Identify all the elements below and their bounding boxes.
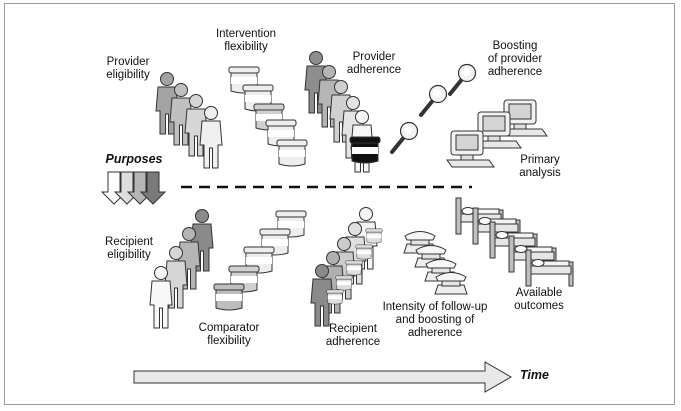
magnifier-icon [448, 62, 478, 96]
intervention-jars [228, 66, 308, 167]
diagram-frame [4, 3, 675, 405]
label-line: of provider [487, 53, 543, 65]
label-line: Intensity of follow-up [382, 301, 488, 313]
telephone-icon [434, 272, 468, 295]
label-line: Provider [352, 51, 396, 63]
bed-group [455, 197, 574, 287]
label-line: Boosting [492, 40, 538, 52]
label-line: outcomes [514, 300, 564, 312]
magnifier-icon [419, 83, 449, 117]
label-line: Recipient [329, 323, 377, 335]
pill-jar-icon [276, 139, 308, 167]
label-provider-adherence: Provider adherence [338, 51, 410, 77]
label-boosting-provider-adherence: Boosting of provider adherence [475, 40, 555, 79]
provider-figures [155, 72, 223, 169]
label-line: flexibility [224, 41, 268, 53]
label-recipient-adherence: Recipient adherence [318, 323, 388, 349]
label-line: adherence [325, 336, 381, 348]
time-arrow-icon [133, 361, 513, 393]
recipient-figures [149, 209, 214, 329]
comparator-jars [213, 210, 307, 311]
pill-jar-icon [349, 136, 381, 164]
purposes-chevrons [100, 171, 167, 205]
label-comparator-flexibility: Comparator flexibility [190, 322, 268, 348]
label-recipient-eligibility: Recipient eligibility [96, 236, 162, 262]
pill-jar-icon [355, 244, 373, 260]
label-line: Recipient [105, 236, 153, 248]
down-chevron-icon [139, 171, 167, 205]
label-intervention-flexibility: Intervention flexibility [206, 28, 286, 54]
label-time: Time [520, 368, 549, 382]
pill-jar-icon [326, 289, 344, 305]
label-line: adherence [487, 66, 543, 78]
label-primary-analysis: Primary analysis [512, 154, 568, 180]
telephone-group [403, 231, 468, 295]
label-line: Comparator [198, 322, 260, 334]
pill-jar-icon [365, 228, 383, 244]
recipient-adherence-figures [310, 207, 378, 327]
label-line: Provider [106, 56, 150, 68]
label-line: eligibility [107, 249, 151, 261]
label-provider-eligibility: Provider eligibility [96, 56, 160, 82]
label-line: eligibility [106, 69, 150, 81]
pill-jar-icon [345, 260, 363, 276]
pill-jar-icon [213, 283, 245, 311]
label-line: adherence [346, 64, 402, 76]
label-line: adherence [407, 327, 463, 339]
pill-jar-icon [335, 275, 353, 291]
magnifier-icon [390, 120, 420, 154]
label-line: Intervention [215, 28, 277, 40]
label-line: Available [515, 287, 563, 299]
label-line: Primary [520, 154, 560, 166]
label-available-outcomes: Available outcomes [508, 287, 570, 313]
label-follow-up: Intensity of follow-up and boosting of a… [372, 301, 498, 340]
label-line: flexibility [207, 335, 251, 347]
label-line: and boosting of [395, 314, 475, 326]
label-line: analysis [519, 167, 561, 179]
label-purposes: Purposes [105, 152, 163, 166]
